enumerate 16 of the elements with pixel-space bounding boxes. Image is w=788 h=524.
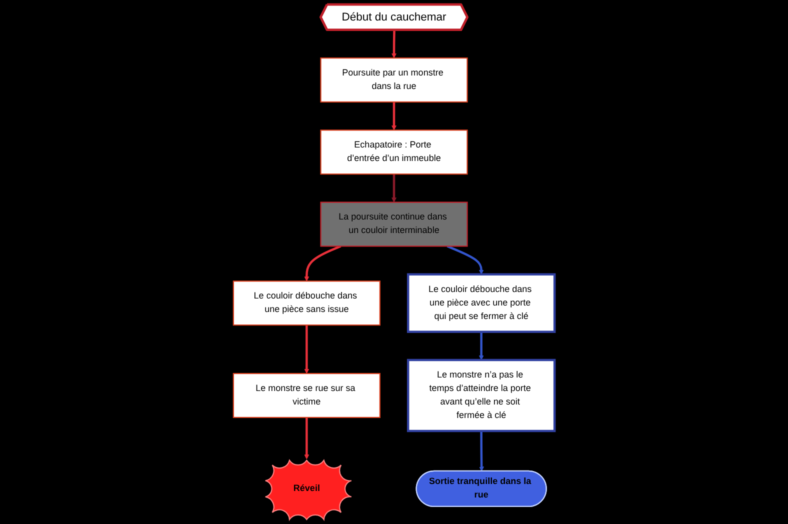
node-box: Le monstre n’a pas le temps d’atteindre la porte avant qu’elle ne soit fermée à clé — [406, 358, 556, 432]
arrow — [392, 174, 396, 202]
node-box: La poursuite continue dans un couloir interminable — [320, 202, 468, 247]
node-box: Poursuite par un monstre dans la rue — [320, 57, 468, 103]
node-box: Le couloir débouche dans une pièce sans issue — [232, 280, 380, 326]
arrow — [478, 332, 484, 360]
node-box: Le couloir débouche dans une pièce avec une porte qui peut se fermer à clé — [406, 273, 556, 333]
arrow — [304, 245, 342, 282]
node-box: Le monstre se rue sur sa victime — [232, 372, 380, 418]
arrow — [392, 30, 396, 58]
arrow — [446, 245, 484, 275]
arrow — [304, 325, 310, 374]
arrow — [304, 417, 310, 460]
node-box: Echapatoire : Porte d’entrée d’un immeuble — [320, 130, 468, 175]
arrow — [392, 102, 396, 130]
arrow — [479, 430, 484, 472]
